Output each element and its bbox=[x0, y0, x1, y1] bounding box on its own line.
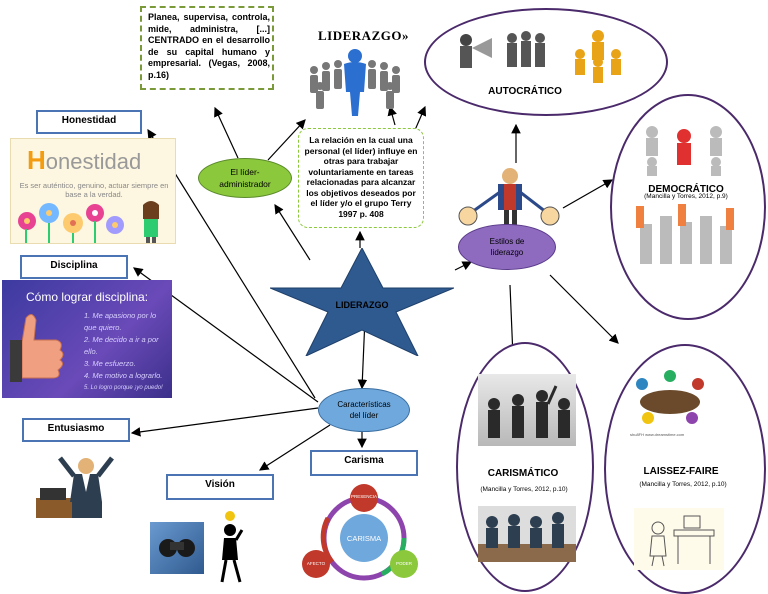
team-table-icon bbox=[636, 370, 704, 424]
meeting-people-icon bbox=[488, 385, 570, 438]
leader-characteristics-node: Características del líder bbox=[318, 388, 410, 432]
honesty-subtitle: Es ser auténtico, genuino, actuar siempr… bbox=[19, 181, 169, 199]
leader-characteristics-label: Características del líder bbox=[337, 400, 391, 420]
charisma-node-power: PODER bbox=[395, 561, 412, 566]
discipline-title: Cómo lograr disciplina: bbox=[26, 290, 149, 304]
discipline-box: Disciplina bbox=[20, 255, 128, 279]
charisma-node-affection: AFECTO bbox=[306, 561, 326, 566]
charismatic-office-image bbox=[478, 506, 576, 562]
charisma-center-label: CARISMA bbox=[346, 534, 382, 543]
leadership-styles-group: Estilos de liderazgo bbox=[454, 162, 566, 274]
red-leader-team-icon bbox=[646, 126, 722, 176]
charisma-box: Carisma bbox=[310, 450, 418, 476]
discipline-item-3: 3. Me esfuerzo. bbox=[84, 359, 136, 368]
discipline-item-5: 5. Lo logro porque ¡yo puedo! bbox=[84, 385, 163, 391]
flowers-icon bbox=[18, 201, 159, 243]
charismatic-citation: (Mancilla y Torres, 2012, p.10) bbox=[480, 486, 568, 493]
honesty-box: Honestidad bbox=[36, 110, 142, 134]
charismatic-title: CARISMÁTICO bbox=[487, 468, 559, 479]
autocratic-title: AUTOCRÁTICO bbox=[488, 86, 562, 97]
leaders-pulling-icon bbox=[458, 168, 560, 226]
office-team-icon bbox=[478, 512, 576, 562]
definition-box: La relación en la cual una personal (el … bbox=[298, 128, 424, 228]
discipline-item-2: 2. Me decido a ir a por ello. bbox=[84, 335, 159, 356]
enthusiastic-businessman-icon bbox=[36, 456, 114, 518]
megaphone-team-icon bbox=[460, 31, 545, 68]
leadership-styles-label: Estilos de liderazgo bbox=[489, 237, 525, 257]
thumbs-up-icon bbox=[10, 314, 64, 382]
honesty-image: Honestidad Es ser auténtico, genuino, ac… bbox=[10, 138, 176, 244]
charismatic-meeting-image bbox=[478, 374, 576, 446]
charisma-cycle-diagram bbox=[302, 484, 418, 581]
leadership-title: LIDERAZGO» bbox=[318, 28, 409, 43]
leadership-title-image: LIDERAZGO» bbox=[300, 6, 410, 118]
laissez-faire-title: LAISSEZ-FAIRE bbox=[643, 466, 719, 477]
enthusiasm-box: Entusiasmo bbox=[22, 418, 130, 442]
raised-hands-icon bbox=[636, 204, 734, 264]
leadership-styles-node: Estilos de liderazgo bbox=[458, 224, 556, 270]
discipline-image: Cómo lograr disciplina: 1. Me apasiono p… bbox=[2, 280, 172, 398]
central-label: LIDERAZGO bbox=[335, 300, 389, 310]
vision-binoculars-image bbox=[150, 522, 204, 574]
laissez-faire-citation: (Mancilla y Torres, 2012, p.10) bbox=[639, 481, 727, 488]
honesty-word: onestidad bbox=[45, 149, 142, 174]
leader-admin-note-text: Planea, supervisa, controla, mide, admin… bbox=[148, 12, 270, 80]
discipline-item-4: 4. Me motivo a lograrlo. bbox=[84, 371, 163, 380]
gold-team-icon bbox=[575, 30, 621, 83]
discipline-item-1: 1. Me apasiono por lo que quiero. bbox=[84, 311, 157, 332]
leader-admin-note: Planea, supervisa, controla, mide, admin… bbox=[140, 6, 274, 90]
leader-administrator-node: El líder-administrador bbox=[198, 158, 292, 198]
binoculars-icon bbox=[159, 539, 195, 557]
honesty-big-letter: H bbox=[27, 145, 46, 175]
idea-figure-icon bbox=[220, 511, 244, 583]
charisma-node-presence: PRESENCIA bbox=[350, 494, 377, 499]
democratic-citation: (Mancilla y Torres, 2012, p.9) bbox=[644, 193, 728, 200]
leader-administrator-label: El líder-administrador bbox=[219, 167, 271, 189]
laissez-faire-image-credit: shu8FH www.dreamstime.com bbox=[630, 432, 685, 437]
crowd-leader-icon bbox=[310, 49, 400, 116]
democratic-title: DEMOCRÁTICO bbox=[648, 184, 724, 195]
leadership-star bbox=[270, 248, 454, 356]
desk-sketch-icon bbox=[634, 508, 724, 570]
definition-text: La relación en la cual una personal (el … bbox=[304, 135, 418, 219]
vision-box: Visión bbox=[166, 474, 274, 500]
